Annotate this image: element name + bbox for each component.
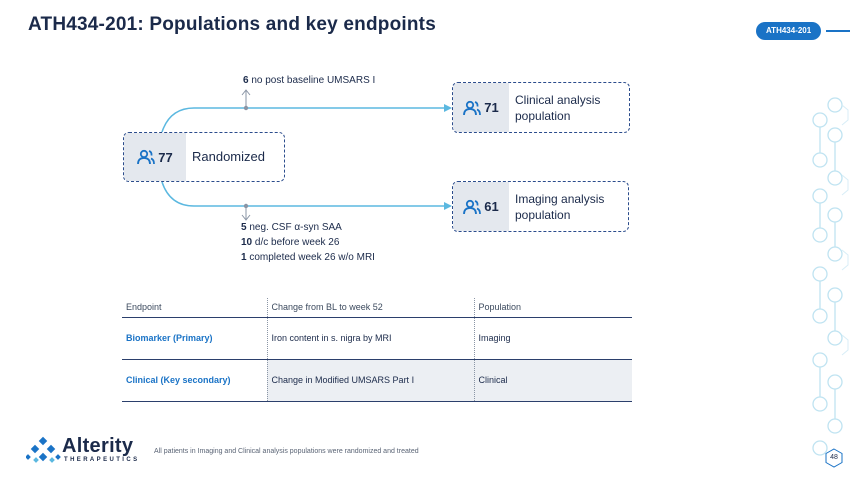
page-title: ATH434-201: Populations and key endpoint… bbox=[28, 14, 436, 35]
column-header: Population bbox=[473, 298, 632, 318]
exclusion-note: 1 completed week 26 w/o MRI bbox=[241, 252, 375, 263]
table-row: Biomarker (Primary) Iron content in s. n… bbox=[122, 317, 632, 360]
arrow-imaging bbox=[444, 202, 452, 210]
connector-lower bbox=[161, 181, 446, 207]
page-number: 48 bbox=[830, 454, 838, 461]
exclusion-note: 10 d/c before week 26 bbox=[241, 237, 340, 248]
decorative-chain bbox=[812, 97, 849, 456]
people-icon bbox=[463, 100, 482, 115]
exclusion-note-top: 6 no post baseline UMSARS I bbox=[243, 75, 376, 86]
table-row: Clinical (Key secondary) Change in Modif… bbox=[122, 359, 632, 402]
footnote: All patients in Imaging and Clinical ana… bbox=[154, 448, 419, 455]
page-number-badge bbox=[825, 448, 843, 468]
endpoints-table: Endpoint Change from BL to week 52 Popul… bbox=[122, 298, 632, 402]
clinical-count: 71 bbox=[484, 100, 499, 115]
exclusion-note: 5 neg. CSF α-syn SAA bbox=[241, 222, 342, 233]
table-header-row: Endpoint Change from BL to week 52 Popul… bbox=[122, 298, 632, 318]
exclusion-arrow-up bbox=[241, 89, 251, 108]
randomized-count: 77 bbox=[158, 149, 173, 165]
logo-subtitle: THERAPEUTICS bbox=[64, 457, 140, 463]
people-icon bbox=[463, 199, 482, 214]
column-header: Endpoint bbox=[122, 298, 267, 318]
column-header: Change from BL to week 52 bbox=[266, 298, 474, 318]
logo-wordmark: Alterity bbox=[62, 435, 134, 457]
arrow-clinical bbox=[444, 104, 452, 112]
study-tag: ATH434-201 bbox=[756, 22, 822, 40]
people-icon bbox=[137, 149, 156, 165]
population-cell: Imaging bbox=[473, 317, 632, 360]
clinical-label: Clinical analysis population bbox=[515, 92, 601, 123]
imaging-population-box: 61 Imaging analysis population bbox=[452, 181, 629, 232]
exclusion-notes-bottom: 5 neg. CSF α-syn SAA 10 d/c before week … bbox=[241, 220, 375, 265]
population-cell: Clinical bbox=[473, 359, 632, 402]
endpoint-cell: Biomarker (Primary) bbox=[122, 317, 267, 360]
randomized-label: Randomized bbox=[192, 149, 265, 164]
endpoint-cell: Clinical (Key secondary) bbox=[122, 359, 267, 402]
alterity-logo-icon bbox=[26, 436, 61, 463]
exclusion-arrow-down bbox=[241, 206, 251, 221]
clinical-population-box: 71 Clinical analysis population bbox=[452, 82, 630, 133]
measure-cell: Change in Modified UMSARS Part I bbox=[266, 359, 474, 402]
imaging-count: 61 bbox=[484, 199, 499, 214]
randomized-box: 77 Randomized bbox=[123, 132, 285, 182]
tag-line bbox=[826, 30, 850, 32]
imaging-label: Imaging analysis population bbox=[515, 191, 605, 222]
measure-cell: Iron content in s. nigra by MRI bbox=[266, 317, 474, 360]
connector-upper bbox=[161, 107, 446, 133]
